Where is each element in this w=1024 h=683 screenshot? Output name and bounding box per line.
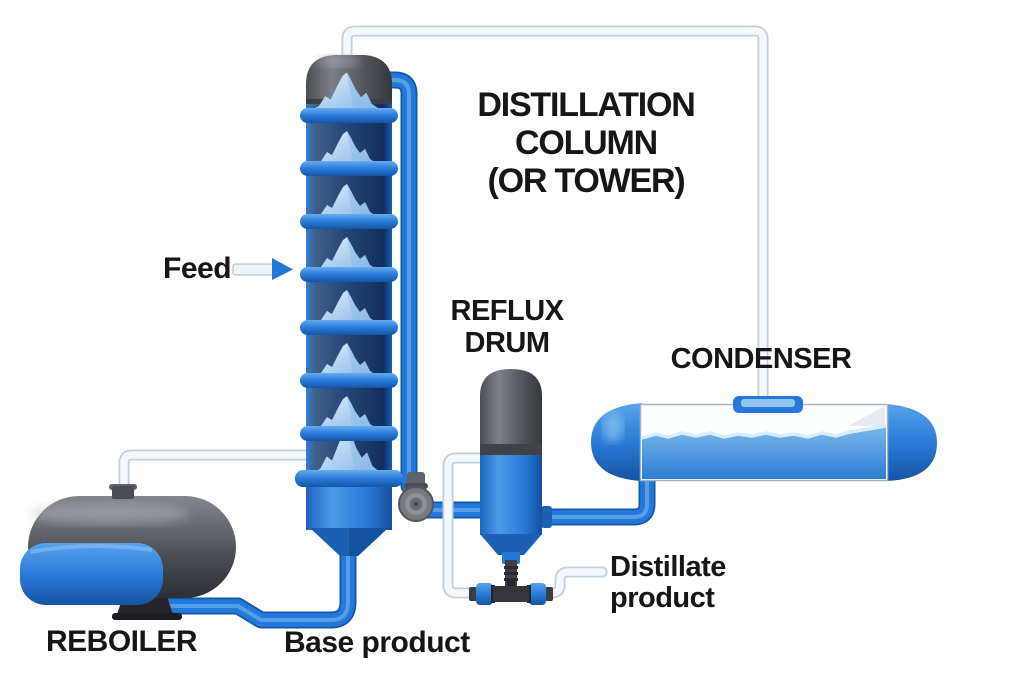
reboiler-saddle <box>20 543 163 605</box>
pipe-reboiler-vapor-line <box>118 449 320 498</box>
reboiler-vessel <box>20 484 236 620</box>
drum-body <box>480 455 542 535</box>
title-line: (OR TOWER) <box>487 162 685 200</box>
valve-flange-left <box>476 583 493 605</box>
tray-ring <box>300 426 398 441</box>
label-reboiler: REBOILER <box>46 625 198 658</box>
reflux-drum-line: REFLUX <box>450 295 565 327</box>
feed-arrow-shaft <box>232 263 275 276</box>
tray-ring <box>300 267 398 282</box>
drum-cap-band <box>480 444 542 457</box>
label-distillate-product: Distillate product <box>610 552 726 614</box>
tray-ring <box>300 214 398 229</box>
drum-cap <box>480 369 542 456</box>
condenser <box>591 396 937 482</box>
tray-ring <box>300 373 398 388</box>
condenser-right-cap <box>886 404 937 481</box>
label-condenser: CONDENSER <box>670 343 852 375</box>
drum-cone <box>480 534 542 555</box>
distillate-line: product <box>610 582 715 614</box>
reflux-drum <box>469 369 553 605</box>
valve-flange-right <box>529 583 546 605</box>
diagram-title: DISTILLATION COLUMN (OR TOWER) <box>477 86 695 200</box>
condenser-liquid-ripple <box>641 424 887 440</box>
drum-inlet-flange <box>541 506 552 528</box>
valve-hub <box>507 580 515 588</box>
condenser-liquid <box>642 426 886 479</box>
pipe-condenser-to-drum <box>535 457 656 526</box>
valve-stub-right <box>545 587 553 601</box>
valve-stem-ridge <box>504 572 518 575</box>
title-line: DISTILLATION <box>477 86 695 124</box>
feed-arrow-head <box>272 258 293 280</box>
reboiler-nozzle <box>112 486 134 499</box>
reboiler-highlight <box>30 503 190 525</box>
tray-ring <box>300 108 398 123</box>
label-reflux-drum: REFLUX DRUM <box>450 295 565 359</box>
pipe-overhead-vapor-line <box>341 25 769 406</box>
distillation-column <box>295 55 403 556</box>
title-line: COLUMN <box>515 124 658 162</box>
valve-stub-left <box>469 587 477 601</box>
feed-arrow <box>232 258 293 280</box>
reflux-pump <box>398 472 434 522</box>
reflux-drum-line: DRUM <box>464 327 551 359</box>
reboiler-saddle-rim <box>29 543 153 554</box>
column-cone-shade <box>349 528 388 556</box>
column-dome-highlight <box>316 55 360 67</box>
pump-center <box>413 501 419 507</box>
pump-top-fitting <box>407 472 425 486</box>
label-feed: Feed <box>163 252 232 285</box>
distillate-line: Distillate <box>610 551 726 583</box>
reboiler-pedestal-base <box>112 613 182 620</box>
label-base-product: Base product <box>284 626 470 659</box>
condenser-nozzle-face <box>741 399 795 407</box>
valve-stem-ridge <box>504 566 518 569</box>
pipe-column-to-pump <box>363 71 418 495</box>
tray-ring <box>300 161 398 176</box>
pipe-drum-drain-line <box>442 452 492 599</box>
tray-ring <box>300 320 398 335</box>
distillate-valve <box>469 580 553 605</box>
condenser-glass-shade <box>848 406 885 426</box>
condenser-cap-highlight <box>603 412 623 442</box>
valve-stem-ridge <box>504 578 518 581</box>
column-sump-lip <box>295 470 403 487</box>
valve-body <box>493 586 529 602</box>
